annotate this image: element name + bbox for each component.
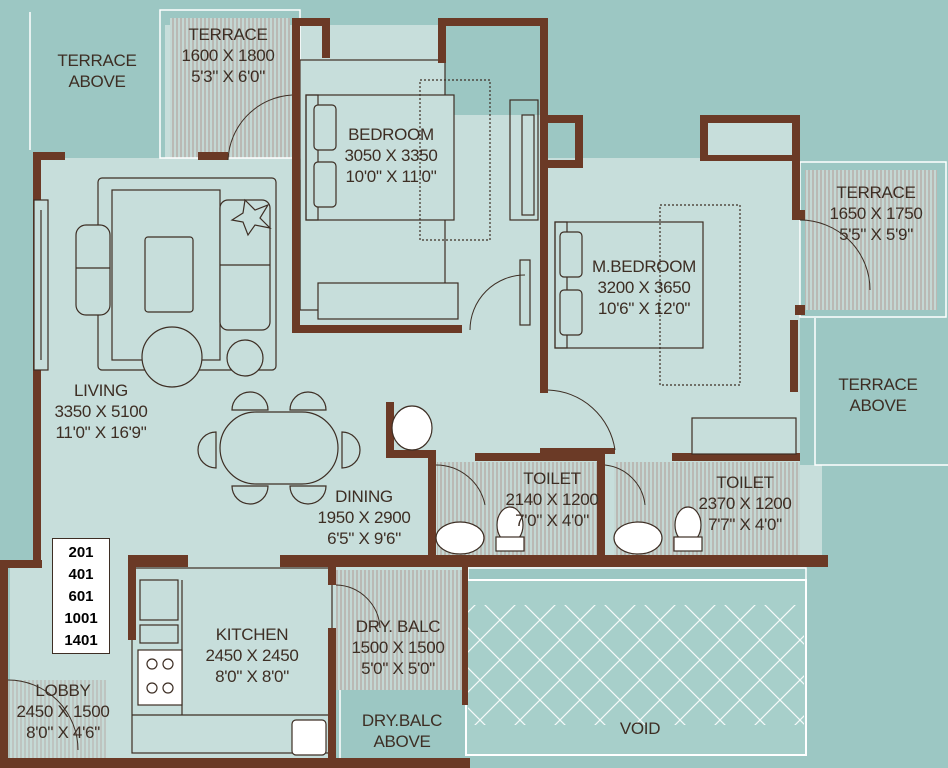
terrace-right-hatch [805,170,937,310]
bedroom-furniture [305,79,539,320]
unit-number: 601 [68,588,94,605]
label-void: VOID [619,719,661,738]
lobby-hatch [2,680,106,765]
terrace-top-hatch [170,18,290,158]
void-diagonals [468,605,804,725]
master-bedroom-furniture [519,204,797,455]
unit-number: 201 [68,544,94,561]
dining-furniture [197,391,361,505]
dry-balc-hatch [336,570,464,690]
unit-number: 1001 [64,610,98,627]
fixtures [137,405,703,756]
unit-number: 401 [68,566,94,583]
unit-number: 1401 [64,632,98,649]
living-furniture [33,177,277,388]
unit-number-box: 201 401 601 1001 1401 [52,538,110,654]
door-swings [7,94,871,751]
